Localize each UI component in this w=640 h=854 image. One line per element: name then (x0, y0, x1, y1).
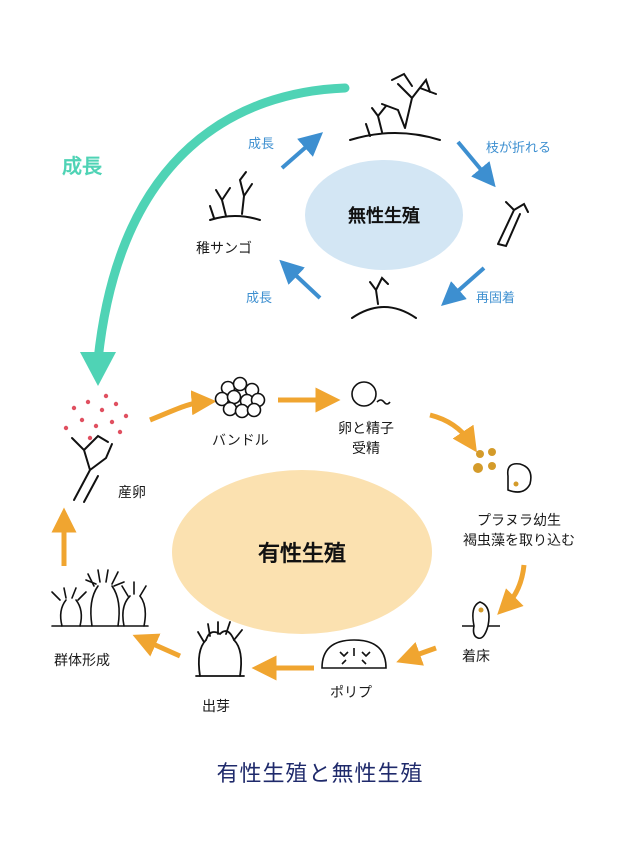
branching-coral-icon (349, 72, 441, 141)
asexual-cycle-arrows (279, 132, 496, 306)
juvenile-coral-label: 稚サンゴ (196, 241, 252, 257)
polyp-label: ポリプ (330, 685, 372, 701)
arrow-growth-bottom (279, 259, 322, 300)
settlement-label: 着床 (462, 649, 490, 665)
branch-breaks-label: 枝が折れる (486, 141, 552, 156)
polyp-icon (321, 639, 387, 669)
budding-label: 出芽 (202, 699, 230, 715)
arrow-settlement-to-polyp (396, 642, 437, 666)
bundle-icon (214, 376, 266, 419)
asexual-growth-bottom-label: 成長 (246, 291, 273, 306)
arrow-reattach (441, 266, 486, 306)
sexual-reproduction-center: 有性生殖 (172, 470, 432, 634)
budding-polyp-icon (195, 621, 245, 677)
growth-link-label: 成長 (62, 154, 102, 178)
sexual-cycle-arrows (51, 387, 527, 681)
figure-caption: 有性生殖と無性生殖 (216, 762, 424, 787)
reattached-branch-icon (351, 276, 417, 319)
broken-branch-icon (497, 201, 529, 248)
reattach-label: 再固着 (476, 291, 516, 306)
colony-formation-label: 群体形成 (54, 653, 110, 669)
settled-larva-icon (462, 601, 500, 640)
juvenile-coral-icon (209, 171, 261, 221)
fertilization-label-line2: 受精 (352, 441, 380, 457)
arrow-budding-to-colony (132, 633, 182, 659)
arrow-planula-to-settlement (497, 564, 527, 615)
sexual-center-label: 有性生殖 (257, 542, 346, 567)
asexual-growth-top-label: 成長 (248, 137, 275, 152)
planula-label-line1: プラヌラ幼生 (477, 513, 561, 529)
arrow-growth-top (280, 132, 324, 170)
growth-link-arrow (80, 83, 350, 386)
egg-and-sperm-icon (351, 381, 391, 407)
coral-colony-icon (51, 569, 149, 627)
planula-label-line2: 褐虫藻を取り込む (463, 533, 575, 549)
arrow-spawning-to-bundle (149, 390, 217, 423)
spawning-coral-icon (63, 393, 129, 503)
bundle-label: バンドル (212, 433, 269, 449)
asexual-reproduction-center: 無性生殖 (305, 160, 463, 270)
planula-larva-icon (473, 448, 532, 493)
arrow-fertilization-to-planula (429, 412, 477, 453)
asexual-center-label: 無性生殖 (348, 206, 420, 227)
fertilization-label-line1: 卵と精子 (338, 421, 394, 437)
arrow-branch-breaks (456, 140, 496, 188)
spawning-label: 産卵 (118, 485, 146, 501)
